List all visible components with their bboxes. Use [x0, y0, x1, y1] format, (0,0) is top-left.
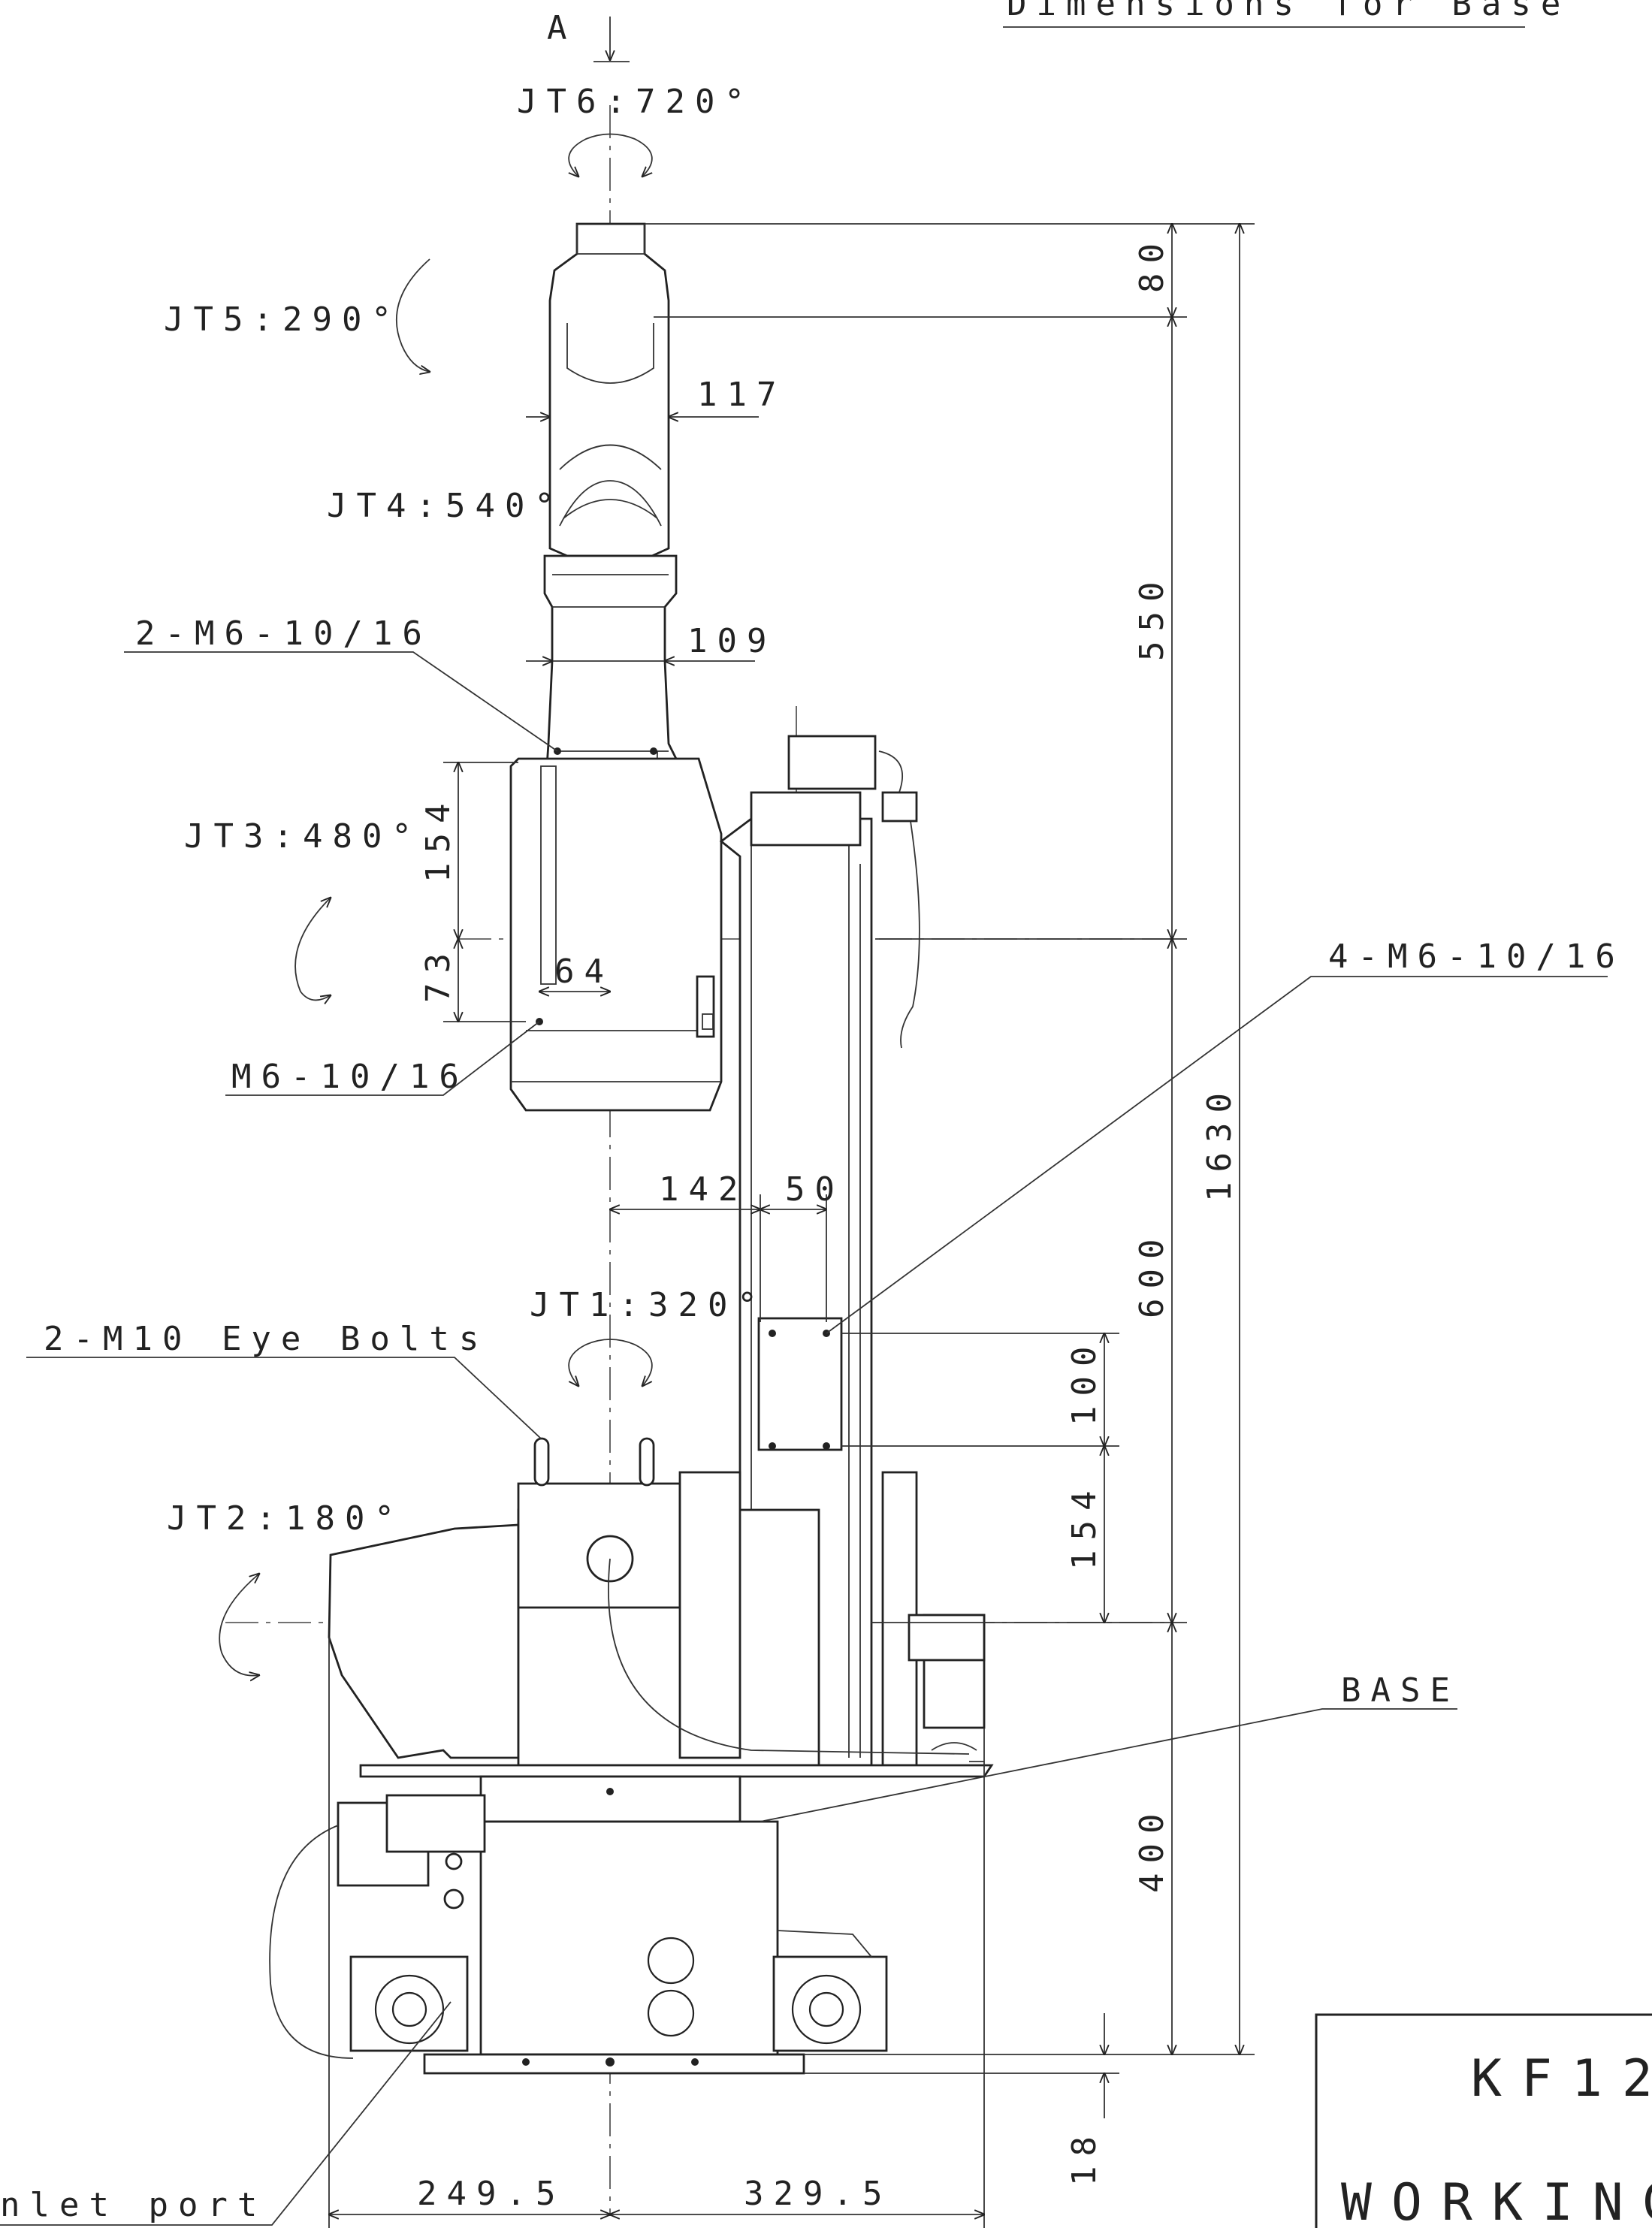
callout-arm-mount-leader [826, 976, 1608, 1334]
header-title: Dimensions for Base [1007, 0, 1570, 23]
callout-arm-mount: 4-M6-10/16 [1328, 937, 1625, 976]
right-dimension-lines [645, 224, 1255, 2118]
dim-117: 117 [697, 376, 786, 414]
view-arrow-icon [593, 17, 630, 62]
dim-154-upper: 154 [419, 794, 458, 883]
dim-249-5: 249.5 [417, 2175, 565, 2213]
jt3-housing [509, 757, 723, 1112]
jt1-label: JT1:320° [530, 1286, 767, 1324]
dim-329-5: 329.5 [744, 2175, 892, 2213]
dim-550: 550 [1133, 572, 1171, 661]
wrist-assembly [548, 222, 670, 557]
dim-142: 142 [659, 1170, 747, 1209]
upper-dimension-lines [443, 417, 826, 1322]
jt5-rotation-icon [396, 258, 430, 372]
dim-600: 600 [1133, 1230, 1171, 1318]
callout-top-mount: 2-M6-10/16 [135, 614, 432, 653]
base-housing [328, 1471, 986, 1767]
callout-base: BASE [1341, 1671, 1460, 1710]
dim-73: 73 [419, 943, 458, 1003]
callout-side-mount: M6-10/16 [231, 1058, 469, 1096]
dim-80: 80 [1133, 234, 1171, 293]
callout-top-mount-leader [124, 651, 558, 752]
callout-base-leader [760, 1708, 1457, 1822]
callout-side-mount-leader [225, 1021, 540, 1096]
jt6-label: JT6:720° [517, 83, 754, 121]
dim-109: 109 [687, 622, 776, 660]
jt1-rotation-icon [568, 1339, 653, 1386]
callout-inlet-port: nlet port [0, 2186, 267, 2224]
callout-eye-bolts-leader [26, 1357, 542, 1439]
title-block-caption: WORKING [1341, 2173, 1652, 2228]
title-block-model: KF121 [1471, 2049, 1652, 2109]
dim-64: 64 [554, 952, 614, 991]
view-marker-label: A [547, 9, 577, 47]
dim-18: 18 [1065, 2127, 1104, 2186]
dim-154-lower: 154 [1065, 1481, 1104, 1570]
dim-50: 50 [785, 1170, 844, 1209]
jt2-rotation-icon [219, 1574, 259, 1676]
bottom-dimension-lines [329, 1638, 984, 2228]
dim-1630: 1630 [1200, 1083, 1239, 1202]
jt3-label: JT3:480° [184, 817, 421, 856]
motor-box-upper [750, 735, 920, 1049]
jt4-label: JT4:540° [327, 487, 564, 525]
dim-100: 100 [1065, 1337, 1104, 1426]
dim-400: 400 [1133, 1804, 1171, 1893]
jt3-rotation-icon [294, 898, 331, 1000]
callout-inlet-port-leader [0, 2001, 452, 2226]
jt6-rotation-icon [568, 133, 653, 177]
eye-bolt-icons [533, 1437, 655, 1487]
callout-eye-bolts: 2-M10 Eye Bolts [44, 1320, 488, 1358]
base-pedestal [269, 1764, 994, 2075]
jt2-label: JT2:180° [167, 1499, 404, 1538]
title-block: KF121 WORKING [1315, 2013, 1652, 2228]
jt5-label: JT5:290° [164, 300, 401, 339]
